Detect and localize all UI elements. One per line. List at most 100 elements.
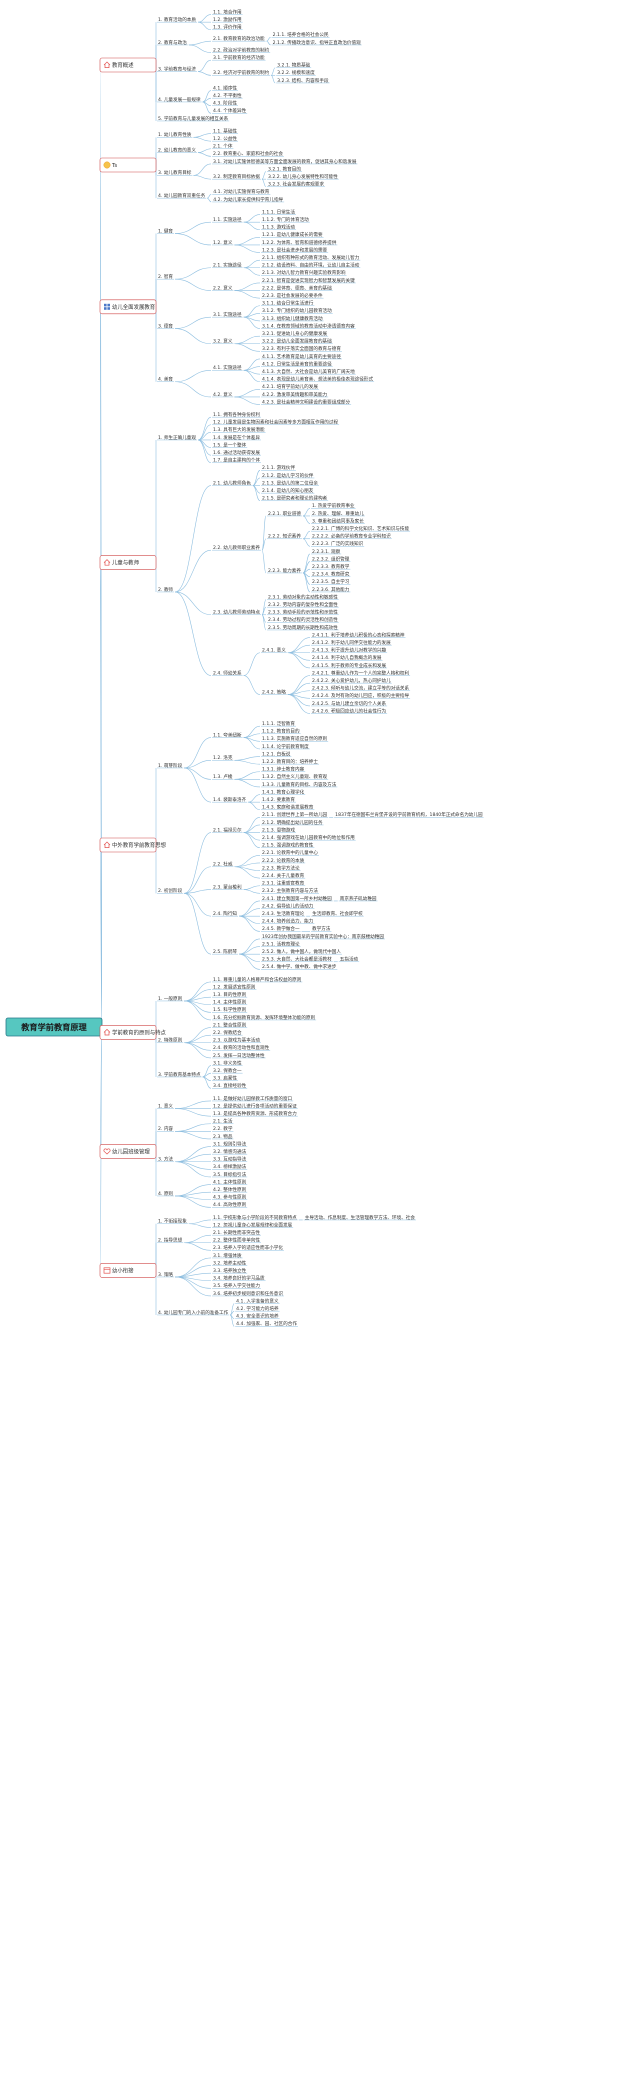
node-1-d2[interactable]: 1. 师生正确儿童观	[158, 434, 196, 441]
section-s5[interactable]: 中外教育学前教育思想	[99, 837, 167, 853]
node-3-1-4-d4[interactable]: 3.1.4. 在教育领域的教育活动中渗透德育内容	[262, 322, 355, 329]
node-1837-1840-d5[interactable]: 1837年在德国布兰肯堡开设的学前教育机构，1840年正式命名为幼儿园	[335, 811, 483, 818]
node-2-3-1-d4[interactable]: 2.3.1. 劳动对象的主动性和敏感性	[268, 593, 338, 600]
node-2-4-1-1-d5[interactable]: 2.4.1.1. 利于培养幼儿积极的心态和探索精神	[312, 631, 405, 638]
node-3-d2[interactable]: 3. 方法	[158, 1156, 173, 1163]
node-2-d2[interactable]: 2. 教师	[158, 586, 173, 593]
section-s6[interactable]: 学前教育的原则与特点	[99, 1025, 167, 1040]
node-2-1-1-d4[interactable]: 2.1.1. 培养合格的社会公民	[273, 31, 329, 38]
node-4-1-d3[interactable]: 4.1. 对幼儿实施保育与教育	[213, 188, 270, 195]
node-3-2-d3[interactable]: 3.2. 制定教育目标依据	[213, 173, 260, 180]
node-1-1-4-d4[interactable]: 1.1.4. 论学前教育制度	[262, 743, 309, 750]
node-n161-d5[interactable]: 南京燕子矶幼稚园	[340, 895, 377, 902]
node-4-2-2-d4[interactable]: 4.2.2. 激发审美情趣和审美能力	[262, 391, 328, 398]
node-2-2-1-d4[interactable]: 2.2.1. 职业道德	[268, 510, 301, 517]
node-1-3-1-d4[interactable]: 1.3.1. 绅士教育内容	[262, 766, 305, 773]
node-2-1-1-d4[interactable]: 2.1.1. 组织有种形式的教育活动、发展幼儿智力	[262, 254, 360, 261]
node-3-5-d3[interactable]: 3.5. 目标指引法	[213, 1171, 247, 1178]
node-1-1-d3[interactable]: 1.1. 尊重儿童的人格尊严和合法权益的原则	[213, 976, 302, 983]
node-2-3-d3[interactable]: 2.3. 以游戏为基本活动	[213, 1037, 260, 1044]
node-4-3-d3[interactable]: 4.3. 阶段性	[213, 100, 237, 107]
node-2-2-d3[interactable]: 2.2. 整体性而非单向性	[213, 1237, 260, 1244]
node-3-2-2-d4[interactable]: 3.2.2. 规模和速度	[277, 69, 315, 76]
node-4-1-4-d4[interactable]: 4.1.4. 表现是幼儿美育美、想法美的极佳表现途径形式	[262, 376, 373, 383]
node-2-1-d3[interactable]: 2.1. 福禄贝尔	[213, 826, 242, 833]
node-2-1-1-d4[interactable]: 2.1.1. 创建世界上第一所幼儿园	[262, 811, 328, 818]
section-s8[interactable]: 幼小衔接	[99, 1263, 157, 1278]
node-2-1-2-d4[interactable]: 2.1.2. 明确提出幼儿园的任务	[262, 819, 323, 826]
node-2-5-d3[interactable]: 2.5. 陈鹤琴	[213, 948, 237, 955]
node-1-1-d3[interactable]: 1.1. 夸美纽斯	[213, 731, 242, 738]
node-2-d2[interactable]: 2. 特殊原则	[158, 1037, 183, 1044]
node-2-1-3-d4[interactable]: 2.1.3. 恩物游戏	[262, 826, 295, 833]
node-4-d2[interactable]: 4. 美育	[158, 376, 173, 383]
node-2-1-d3[interactable]: 2.1. 幼儿教师角色	[213, 479, 251, 486]
node-3-d2[interactable]: 3. 学前教育基本特点	[158, 1071, 201, 1078]
node-4-2-d3[interactable]: 4.2. 意义	[213, 391, 233, 398]
node-1-3-d3[interactable]: 1.3. 目的性原则	[213, 991, 247, 998]
node-3-2-2-d4[interactable]: 3.2.2. 是幼儿全面发展教育的基础	[262, 338, 332, 345]
node-1-1-3-d4[interactable]: 1.1.3. 实施教育适应自然的原则	[262, 735, 328, 742]
node-2-4-d3[interactable]: 2.4. 陶行知	[213, 910, 237, 917]
node-2-2-2-d4[interactable]: 2.2.2. 是体育、德育、美育的基础	[262, 284, 332, 291]
node-1-1-d3[interactable]: 1.1. 基础性	[213, 127, 237, 134]
node-2-4-1-d4[interactable]: 2.4.1. 意义	[262, 647, 286, 654]
node-3-d2[interactable]: 3. 幼儿教育目标	[158, 169, 192, 176]
node-2-2-3-d4[interactable]: 2.2.3. 是社会发展的必要条件	[262, 292, 323, 299]
node-2-2-2-d4[interactable]: 2.2.2. 知识素养	[268, 533, 301, 540]
node-1-1-2-d4[interactable]: 1.1.2. 专门的体育活动	[262, 216, 309, 223]
node-2-2-3-4-d5[interactable]: 2.2.3.4. 教育研究	[312, 571, 350, 578]
node-2-d2[interactable]: 2. 内容	[158, 1125, 173, 1132]
node-4-3-d3[interactable]: 4.3. 安全意识的培养	[236, 1313, 279, 1320]
node-4-2-d3[interactable]: 4.2. 不平衡性	[213, 92, 242, 99]
node-3-5-d3[interactable]: 3.5. 培养入学交往能力	[213, 1282, 260, 1289]
node-2-1-5-d4[interactable]: 2.1.5. 是研究者和理论的建构者	[262, 495, 328, 502]
node-2-3-d3[interactable]: 2.3. 物品	[213, 1133, 233, 1140]
node-2-4-1-2-d5[interactable]: 2.4.1.2. 利于幼儿同伴交往能力的发展	[312, 639, 391, 646]
node-1-1-d3[interactable]: 1.1. 是做好幼儿园保教工作质量的窗口	[213, 1095, 293, 1102]
node-4-4-d3[interactable]: 4.4. 加强家、园、社区的合作	[236, 1320, 297, 1327]
node-1-2-d3[interactable]: 1.2. 是提供幼儿进行各项活动的重要保证	[213, 1102, 297, 1109]
node-2-3-5-d4[interactable]: 2.3.5. 劳动周期的长期性和成效性	[268, 624, 338, 631]
node-2-2-4-d4[interactable]: 2.2.4. 关于儿童教育	[262, 872, 305, 879]
node-2-1-1-d4[interactable]: 2.1.1. 游戏伙伴	[262, 464, 295, 471]
node-3-2-1-d4[interactable]: 3.2.1. 教育目的	[268, 165, 301, 172]
node-4-d2[interactable]: 4. 原则	[158, 1190, 173, 1197]
node-2-4-3-d4[interactable]: 2.4.3. 生活教育理论	[262, 910, 305, 917]
node-1-6-d3[interactable]: 1.6. 充分挖掘教育资源、发挥环境整体功能的原则	[213, 1014, 316, 1021]
node-4-1-d3[interactable]: 4.1. 入学准备的意义	[236, 1297, 279, 1304]
node-1-2-3-d4[interactable]: 1.2.3. 是社会进步和发展的需要	[262, 246, 328, 253]
node-4-d2[interactable]: 4. 儿童发展一般规律	[158, 96, 201, 103]
node-2-d2[interactable]: 2. 初创阶段	[158, 887, 183, 894]
node-1-1-d3[interactable]: 1.1. 培合作用	[213, 8, 242, 15]
section-s1[interactable]: 教育概述	[99, 57, 157, 73]
node-3-4-d3[interactable]: 3.4. 培养良好的学习品质	[213, 1275, 265, 1282]
node-3-d2[interactable]: 3. 德育	[158, 322, 173, 329]
node-1-d2[interactable]: 1. 教育活动的本质	[158, 16, 196, 23]
node-1-3-d3[interactable]: 1.3. 卢梭	[213, 773, 233, 780]
node-1-4-3-d4[interactable]: 1.4.3. 家庭和谐发展教育	[262, 804, 314, 811]
node-2-4-d3[interactable]: 2.4. 师幼关系	[213, 669, 242, 676]
node-3-2-1-d4[interactable]: 3.2.1. 物质基础	[277, 62, 310, 69]
node-4-3-d3[interactable]: 4.3. 参与性原则	[213, 1194, 247, 1201]
node-1-d2[interactable]: 1. 萌芽阶段	[158, 762, 183, 769]
node-3-2-3-d4[interactable]: 3.2.3. 结构、内容和手段	[277, 77, 329, 84]
node-2-2-d3[interactable]: 2.2. 教学	[213, 1125, 233, 1132]
node-1923-d4[interactable]: 1923年创办我国最早的学前教育实验中心：南京鼓楼幼稚园	[262, 933, 384, 940]
node-1-6-d3[interactable]: 1.6. 通过活动获得发展	[213, 449, 260, 456]
node-3-2-1-d4[interactable]: 3.2.1. 促进幼儿身心的健康发展	[262, 330, 328, 337]
node-3-2-3-d4[interactable]: 3.2.3. 有利于落实全面国的教育与德育	[262, 345, 341, 352]
node-2-3-2-d4[interactable]: 2.3.2. 主张教育内容与方法	[262, 887, 318, 894]
node-n164-d5[interactable]: 生活即教育、社会即学校	[312, 910, 363, 917]
node-3-1-d3[interactable]: 3.1. 非义务性	[213, 1059, 242, 1066]
node-2-2-3-d4[interactable]: 2.2.3. 能力素养	[268, 567, 301, 574]
node-2-4-2-1-d5[interactable]: 2.4.2.1. 尊重幼儿作为一个人的完整人格和权利	[312, 669, 409, 676]
node-1-d5[interactable]: 1. 热爱学前教育事业	[312, 502, 355, 509]
node-2-5-1-d4[interactable]: 2.5.1. 活教育理论	[262, 940, 300, 947]
node-2-1-2-d4[interactable]: 2.1.2. 结设资料、自由的环境，让幼儿自主活动	[262, 262, 360, 269]
node-2-2-2-2-d5[interactable]: 2.2.2.2. 必备的学前教育专业学科知识	[312, 533, 391, 540]
node-1-3-3-d4[interactable]: 1.3.3. 儿童教育的目标、内容及方法	[262, 781, 337, 788]
node-2-2-2-d4[interactable]: 2.2.2. 论教育的本质	[262, 857, 305, 864]
node-5-d2[interactable]: 5. 学前教育与儿童发展的相互关系	[158, 115, 229, 122]
node-1-2-d3[interactable]: 1.2. 忽视儿童身心发展规律和全面发展	[213, 1221, 293, 1228]
